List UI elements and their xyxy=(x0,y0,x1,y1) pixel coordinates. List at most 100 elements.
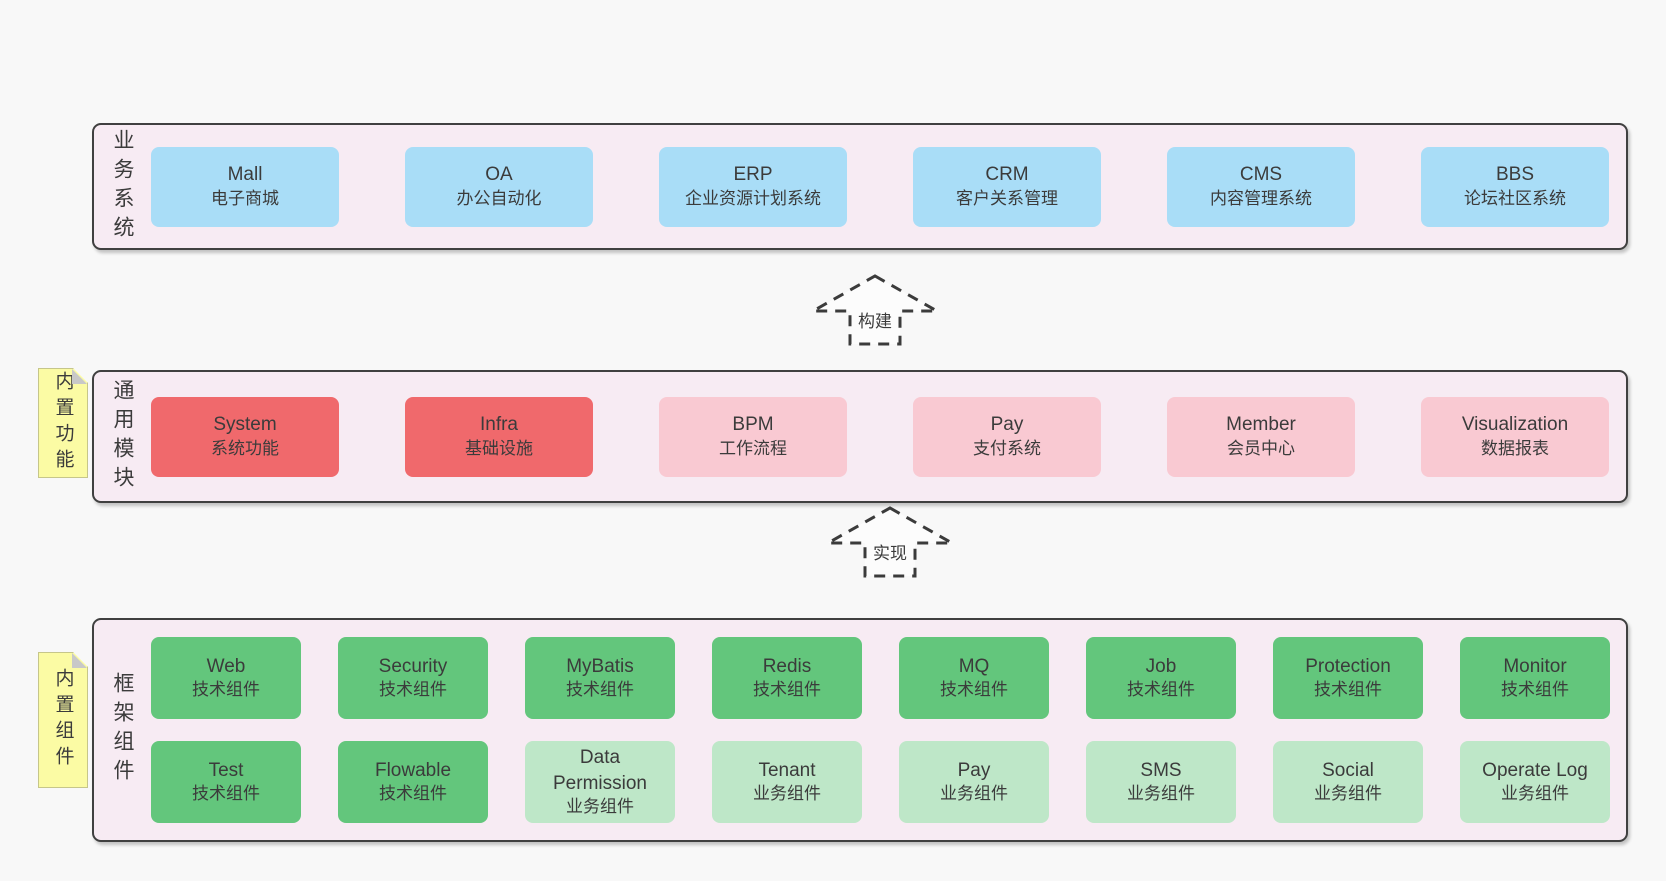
box-subtitle: 办公自动化 xyxy=(456,188,542,208)
box-web: Web 技术组件 xyxy=(151,637,301,719)
box-cms: CMS 内容管理系统 xyxy=(1167,146,1355,227)
box-title: BBS xyxy=(1495,164,1535,186)
box-subtitle: 数据报表 xyxy=(1481,438,1549,458)
implement-arrow: 实现 xyxy=(822,505,958,579)
box-infra: Infra 基础设施 xyxy=(405,396,593,477)
box-title: Tenant xyxy=(758,759,816,781)
box-title: Pay xyxy=(990,414,1024,436)
box-oa: OA 办公自动化 xyxy=(405,146,593,227)
box-subtitle: 论坛社区系统 xyxy=(1464,188,1566,208)
box-title: Job xyxy=(1145,655,1177,677)
box-title: Mall xyxy=(227,164,263,186)
box-member: Member 会员中心 xyxy=(1167,396,1355,477)
box-job: Job 技术组件 xyxy=(1086,637,1236,719)
implement-arrow-label: 实现 xyxy=(869,539,911,564)
box-subtitle: 基础设施 xyxy=(465,438,533,458)
layer-business-systems: 业务系统 Mall 电子商城 OA 办公自动化 ERP 企业资源计划系统 CRM… xyxy=(92,123,1628,250)
box-bbs: BBS 论坛社区系统 xyxy=(1421,146,1609,227)
box-subtitle: 技术组件 xyxy=(192,680,260,700)
box-mybatis: MyBatis 技术组件 xyxy=(525,637,675,719)
layer-label-business: 业务系统 xyxy=(111,128,134,245)
box-title: Test xyxy=(208,759,244,781)
box-redis: Redis 技术组件 xyxy=(712,637,862,719)
box-title: SMS xyxy=(1140,759,1182,781)
layer-common-modules: 通用模块 System 系统功能 Infra 基础设施 BPM 工作流程 Pay… xyxy=(92,370,1628,503)
box-erp: ERP 企业资源计划系统 xyxy=(659,146,847,227)
sticky-note-built-in-features: 内置功能 xyxy=(38,368,88,478)
box-visualization: Visualization 数据报表 xyxy=(1421,396,1609,477)
box-pay-module: Pay 支付系统 xyxy=(913,396,1101,477)
box-title: ERP xyxy=(733,164,773,186)
layer-framework-components: 框架组件 Web 技术组件 Security 技术组件 MyBatis 技术组件… xyxy=(92,618,1628,842)
box-title: Monitor xyxy=(1503,655,1567,677)
box-subtitle: 技术组件 xyxy=(753,680,821,700)
box-security: Security 技术组件 xyxy=(338,637,488,719)
box-title: System xyxy=(213,414,277,436)
box-subtitle: 会员中心 xyxy=(1227,438,1295,458)
box-subtitle: 内容管理系统 xyxy=(1210,188,1312,208)
box-pay-component: Pay 业务组件 xyxy=(899,741,1049,823)
box-subtitle: 技术组件 xyxy=(940,680,1008,700)
box-subtitle: 业务组件 xyxy=(940,784,1008,804)
box-subtitle: 技术组件 xyxy=(566,680,634,700)
box-subtitle: 业务组件 xyxy=(1127,784,1195,804)
layer-label-modules: 通用模块 xyxy=(111,378,134,495)
biz-components-row: Test 技术组件 Flowable 技术组件 Data Permission … xyxy=(151,741,1610,823)
box-title: Data Permission xyxy=(553,746,647,794)
box-subtitle: 企业资源计划系统 xyxy=(685,188,821,208)
box-subtitle: 技术组件 xyxy=(379,680,447,700)
box-operate-log: Operate Log 业务组件 xyxy=(1460,741,1610,823)
box-subtitle: 业务组件 xyxy=(753,784,821,804)
box-subtitle: 业务组件 xyxy=(1314,784,1382,804)
box-title: Flowable xyxy=(374,759,452,781)
box-title: Member xyxy=(1226,414,1296,436)
box-subtitle: 业务组件 xyxy=(566,797,634,817)
box-title: Protection xyxy=(1305,655,1391,677)
box-sms: SMS 业务组件 xyxy=(1086,741,1236,823)
box-flowable: Flowable 技术组件 xyxy=(338,741,488,823)
box-crm: CRM 客户关系管理 xyxy=(913,146,1101,227)
box-subtitle: 技术组件 xyxy=(1314,680,1382,700)
box-title: Infra xyxy=(479,414,519,436)
box-subtitle: 技术组件 xyxy=(192,784,260,804)
box-system: System 系统功能 xyxy=(151,396,339,477)
box-subtitle: 技术组件 xyxy=(1127,680,1195,700)
box-subtitle: 业务组件 xyxy=(1501,784,1569,804)
note-text: 内置功能 xyxy=(52,371,74,475)
box-subtitle: 技术组件 xyxy=(1501,680,1569,700)
tech-components-row: Web 技术组件 Security 技术组件 MyBatis 技术组件 Redi… xyxy=(151,637,1610,719)
box-title: Security xyxy=(378,655,448,677)
box-monitor: Monitor 技术组件 xyxy=(1460,637,1610,719)
box-title: Pay xyxy=(957,759,991,781)
box-title: Social xyxy=(1322,759,1374,781)
box-protection: Protection 技术组件 xyxy=(1273,637,1423,719)
box-title: Web xyxy=(206,655,246,677)
build-arrow: 构建 xyxy=(807,273,943,347)
box-title: MQ xyxy=(958,655,990,677)
module-boxes-row: System 系统功能 Infra 基础设施 BPM 工作流程 Pay 支付系统… xyxy=(151,396,1610,477)
folded-corner-icon xyxy=(72,369,87,384)
box-subtitle: 客户关系管理 xyxy=(956,188,1058,208)
box-data-permission: Data Permission 业务组件 xyxy=(525,741,675,823)
box-mall: Mall 电子商城 xyxy=(151,146,339,227)
layer-label-components: 框架组件 xyxy=(111,672,134,788)
box-title: Redis xyxy=(762,655,812,677)
sticky-note-built-in-components: 内置组件 xyxy=(38,652,88,788)
box-tenant: Tenant 业务组件 xyxy=(712,741,862,823)
box-title: Visualization xyxy=(1461,414,1569,436)
box-bpm: BPM 工作流程 xyxy=(659,396,847,477)
folded-corner-icon xyxy=(72,653,87,668)
component-rows: Web 技术组件 Security 技术组件 MyBatis 技术组件 Redi… xyxy=(151,637,1626,823)
box-mq: MQ 技术组件 xyxy=(899,637,1049,719)
box-subtitle: 系统功能 xyxy=(211,438,279,458)
box-title: BPM xyxy=(732,414,774,436)
box-title: MyBatis xyxy=(566,655,634,677)
box-subtitle: 电子商城 xyxy=(211,188,279,208)
build-arrow-label: 构建 xyxy=(854,307,896,332)
note-text: 内置组件 xyxy=(52,668,74,772)
box-title: Operate Log xyxy=(1482,759,1588,781)
box-subtitle: 技术组件 xyxy=(379,784,447,804)
box-social: Social 业务组件 xyxy=(1273,741,1423,823)
box-title: CRM xyxy=(985,164,1029,186)
